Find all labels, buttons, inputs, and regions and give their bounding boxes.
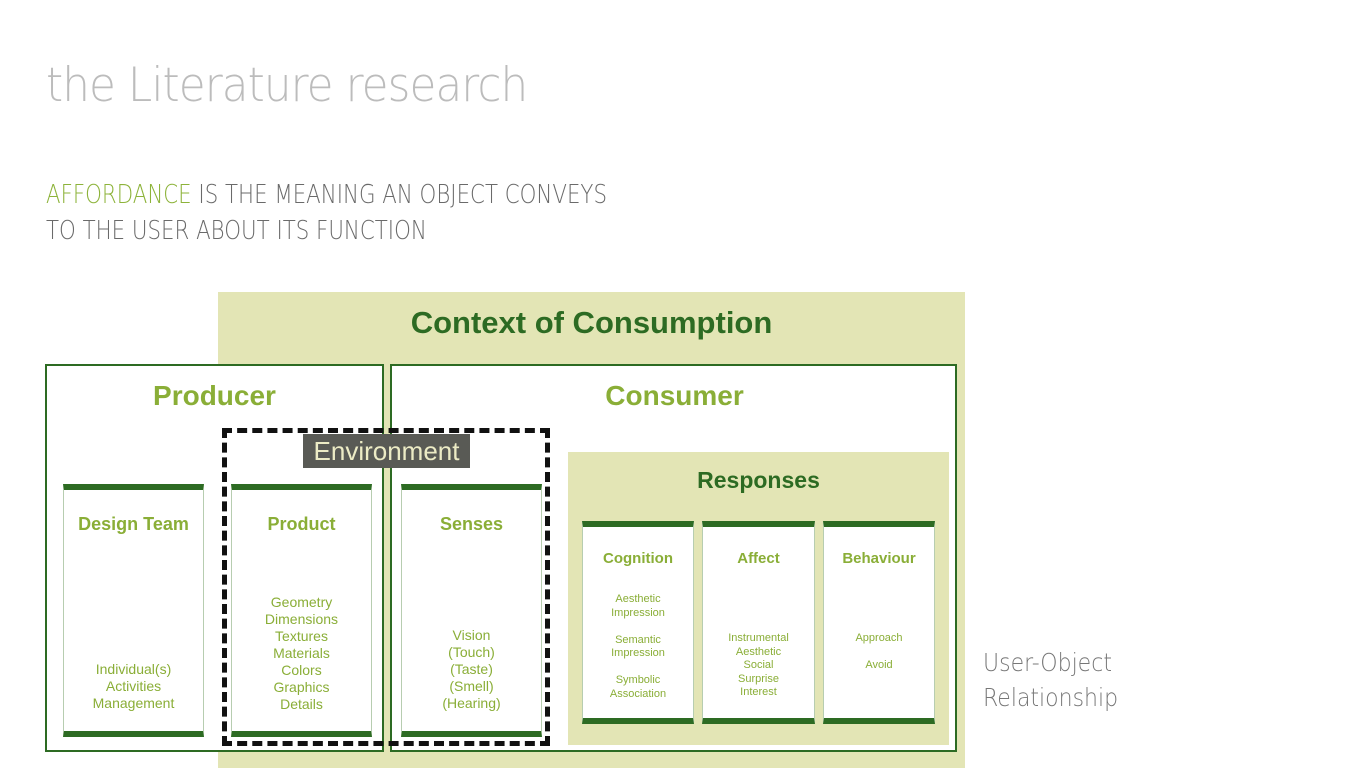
card-item: Aesthetic bbox=[735, 645, 782, 658]
card-item: Activities bbox=[105, 678, 162, 694]
context-title: Context of Consumption bbox=[410, 305, 773, 340]
user-object-relationship-label: User-Object Relationship bbox=[983, 645, 1118, 715]
product-items: Geometry Dimensions Textures Materials C… bbox=[232, 594, 371, 713]
affect-items: Instrumental Aesthetic Social Surprise I… bbox=[703, 632, 814, 700]
card-item-spacer bbox=[583, 661, 693, 675]
cognition-title: Cognition bbox=[603, 550, 673, 567]
card-item: Semantic bbox=[615, 633, 661, 646]
design-team-title: Design Team bbox=[78, 514, 189, 534]
environment-boundary bbox=[222, 428, 550, 746]
card-item: (Touch) bbox=[448, 644, 495, 660]
relationship-line-1: User-Object bbox=[983, 648, 1112, 677]
card-item: Graphics bbox=[273, 679, 330, 695]
behaviour-title: Behaviour bbox=[842, 550, 916, 567]
affect-card: Affect Instrumental Aesthetic Social Sur… bbox=[702, 521, 815, 724]
card-item: Impression bbox=[611, 606, 665, 619]
card-item: Approach bbox=[855, 632, 903, 644]
cognition-items: Aesthetic Impression Semantic Impression… bbox=[583, 593, 693, 701]
behaviour-card: Behaviour Approach Avoid bbox=[823, 521, 935, 724]
subtitle-line-1: AFFORDANCE IS THE MEANING AN OBJECT CONV… bbox=[46, 177, 607, 213]
card-item: Avoid bbox=[865, 659, 893, 671]
card-item: Colors bbox=[281, 662, 322, 678]
card-item: Interest bbox=[740, 686, 777, 698]
card-item: Instrumental bbox=[728, 632, 789, 644]
product-card: Product Geometry Dimensions Textures Mat… bbox=[231, 484, 372, 737]
cognition-card: Cognition Aesthetic Impression Semantic … bbox=[582, 521, 694, 724]
card-item: (Smell) bbox=[449, 678, 494, 694]
consumer-title: Consumer bbox=[605, 380, 744, 411]
card-item: Geometry bbox=[270, 594, 333, 610]
design-team-items: Individual(s) Activities Management bbox=[64, 661, 203, 712]
responses-title: Responses bbox=[697, 467, 820, 493]
card-item: Social bbox=[743, 659, 774, 671]
affect-title: Affect bbox=[737, 550, 780, 567]
subtitle-accent: AFFORDANCE bbox=[46, 180, 192, 210]
card-item: (Taste) bbox=[450, 661, 493, 677]
senses-items: Vision (Touch) (Taste) (Smell) (Hearing) bbox=[402, 627, 541, 712]
relationship-line-2: Relationship bbox=[983, 683, 1119, 712]
behaviour-items: Approach Avoid bbox=[824, 632, 934, 673]
card-item: Vision bbox=[452, 627, 491, 643]
page-title: the Literature research bbox=[46, 58, 528, 113]
product-title: Product bbox=[267, 514, 336, 534]
card-item: Individual(s) bbox=[95, 661, 172, 677]
subtitle-line-1-rest: IS THE MEANING AN OBJECT CONVEYS bbox=[191, 180, 607, 210]
senses-card: Senses Vision (Touch) (Taste) (Smell) (H… bbox=[401, 484, 542, 737]
subtitle: AFFORDANCE IS THE MEANING AN OBJECT CONV… bbox=[46, 177, 607, 249]
card-item: Impression bbox=[611, 647, 665, 659]
card-item: Association bbox=[609, 687, 667, 700]
card-item-spacer bbox=[583, 620, 693, 634]
card-item-spacer bbox=[824, 646, 934, 660]
design-team-card: Design Team Individual(s) Activities Man… bbox=[63, 484, 204, 737]
card-item: Details bbox=[280, 696, 323, 712]
environment-label: Environment bbox=[303, 434, 470, 468]
card-item: Management bbox=[92, 695, 175, 711]
card-item: Dimensions bbox=[264, 611, 339, 627]
card-item: Aesthetic bbox=[615, 593, 661, 605]
producer-title: Producer bbox=[153, 380, 276, 411]
card-item: Surprise bbox=[738, 672, 779, 685]
card-item: Symbolic bbox=[615, 674, 661, 686]
card-item: (Hearing) bbox=[442, 695, 501, 711]
card-item: Materials bbox=[273, 645, 330, 661]
card-item: Textures bbox=[275, 628, 328, 644]
subtitle-line-2: TO THE USER ABOUT ITS FUNCTION bbox=[46, 216, 427, 246]
senses-title: Senses bbox=[439, 514, 504, 534]
